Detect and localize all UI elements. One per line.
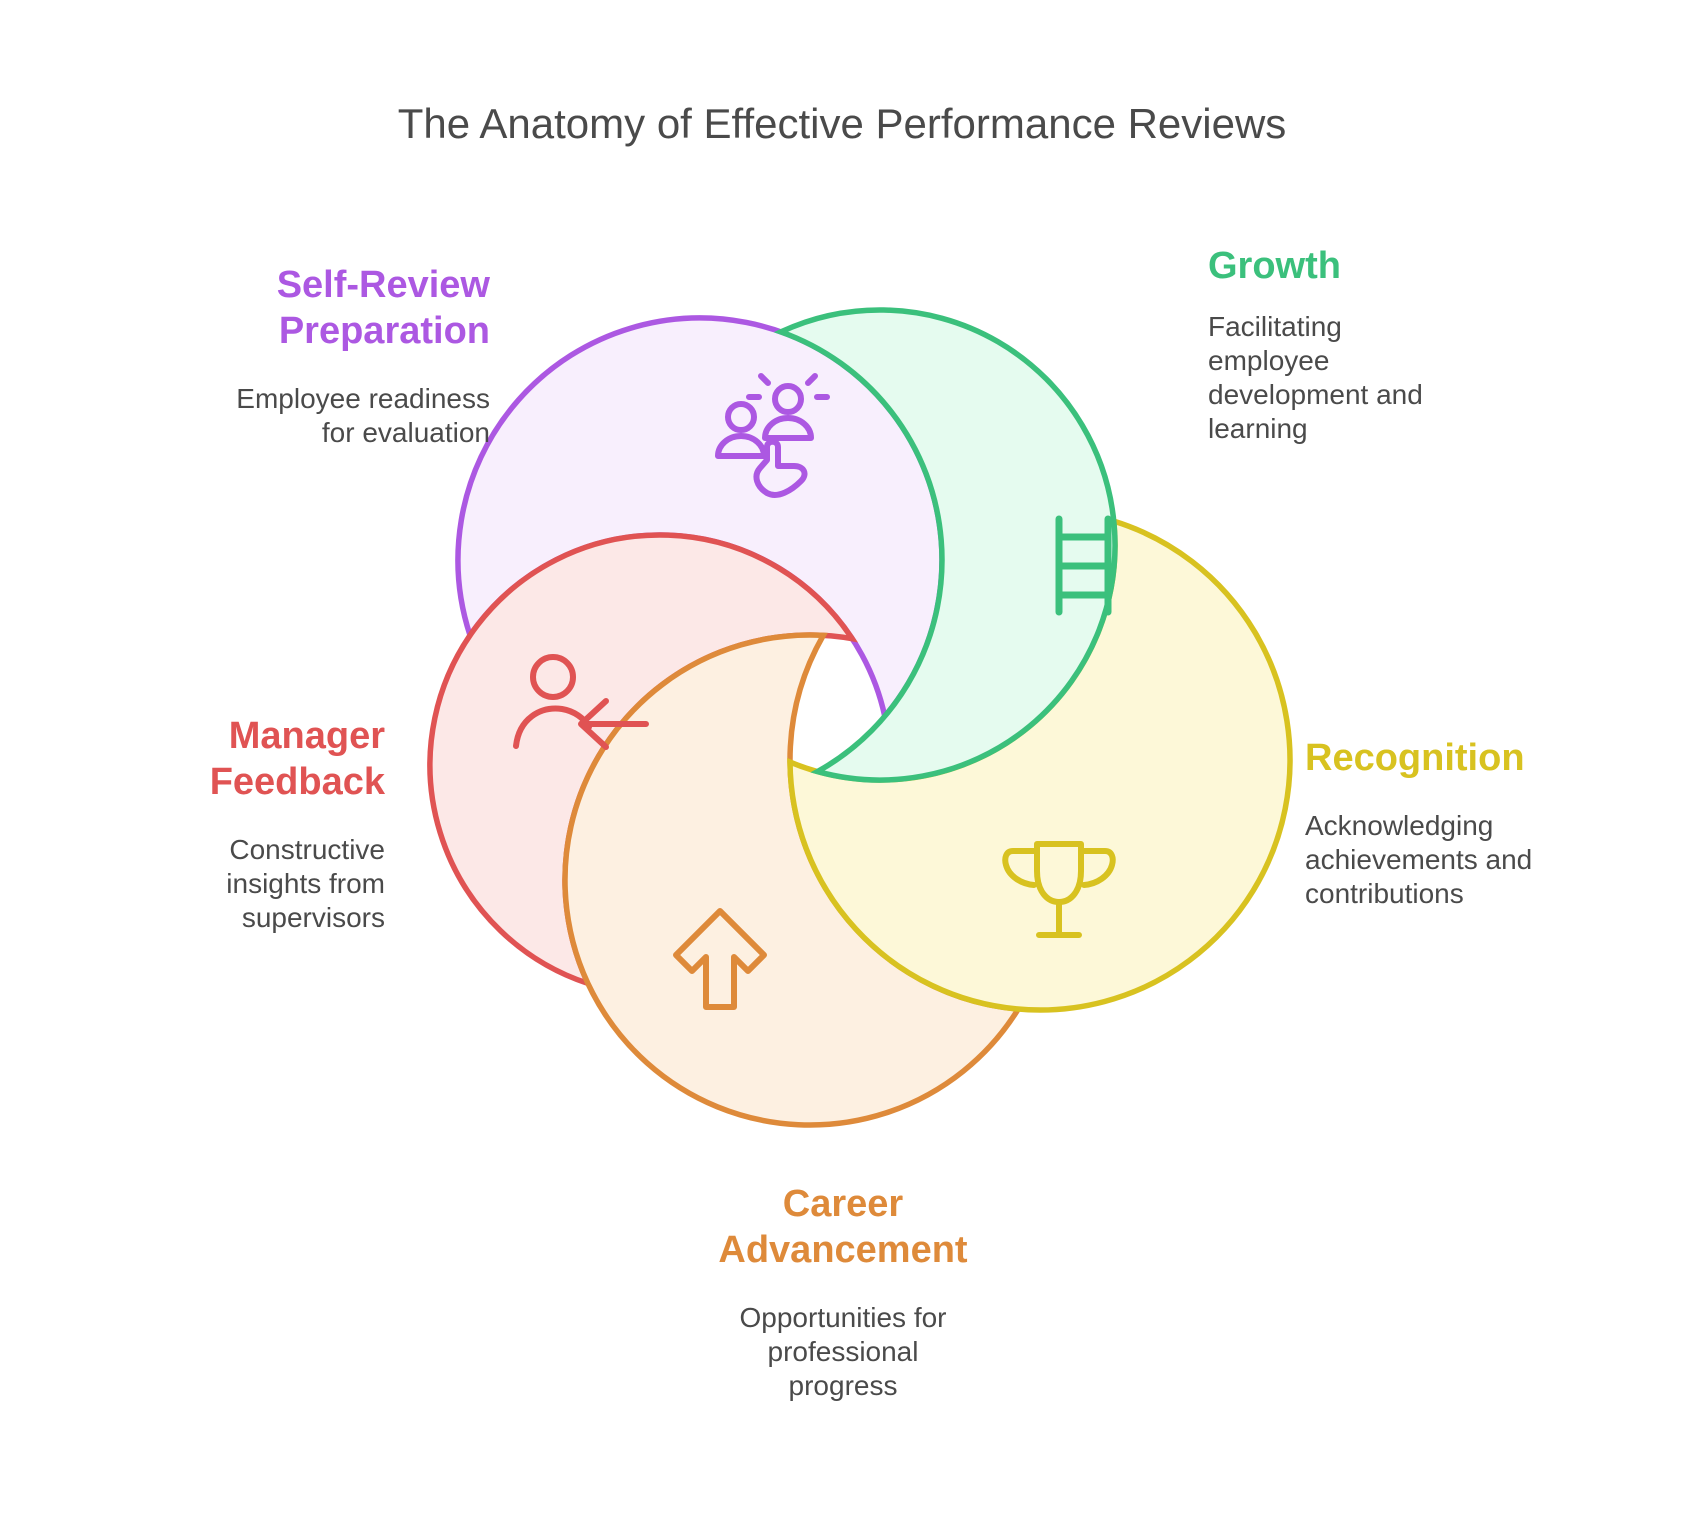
petal-group: [427, 307, 1293, 1128]
section-recognition: Recognition Acknowledging achievements a…: [1305, 735, 1615, 911]
petal-growth: [773, 307, 1118, 783]
people-selection-icon: [715, 373, 830, 498]
section-self-review-description: Employee readiness for evaluation: [236, 383, 490, 448]
section-self-review: Self-Review Preparation Employee readine…: [140, 262, 490, 450]
section-recognition-title: Recognition: [1305, 737, 1525, 779]
section-career-advancement-description: Opportunities for professional progress: [739, 1302, 947, 1401]
arrow-up-icon: [673, 908, 767, 1010]
page-title: The Anatomy of Effective Performance Rev…: [397, 100, 1287, 147]
section-career-advancement-title: Career Advancement: [718, 1183, 968, 1271]
section-manager-feedback-description: Constructive insights from supervisors: [226, 834, 385, 933]
trophy-icon: [1002, 841, 1116, 938]
person-feedback-icon: [513, 654, 649, 750]
section-growth-title: Growth: [1208, 245, 1341, 287]
icon-group: [513, 373, 1116, 1010]
section-manager-feedback: Manager Feedback Constructive insights f…: [95, 713, 385, 935]
section-manager-feedback-title: Manager Feedback: [209, 715, 385, 803]
section-growth: Growth Facilitating employee development…: [1208, 243, 1508, 446]
section-recognition-description: Acknowledging achievements and contribut…: [1305, 810, 1533, 909]
section-career-advancement: Career Advancement Opportunities for pro…: [653, 1181, 1033, 1403]
section-self-review-title: Self-Review Preparation: [276, 264, 490, 352]
section-growth-description: Facilitating employee development and le…: [1208, 311, 1423, 444]
ladder-icon: [1055, 515, 1112, 616]
